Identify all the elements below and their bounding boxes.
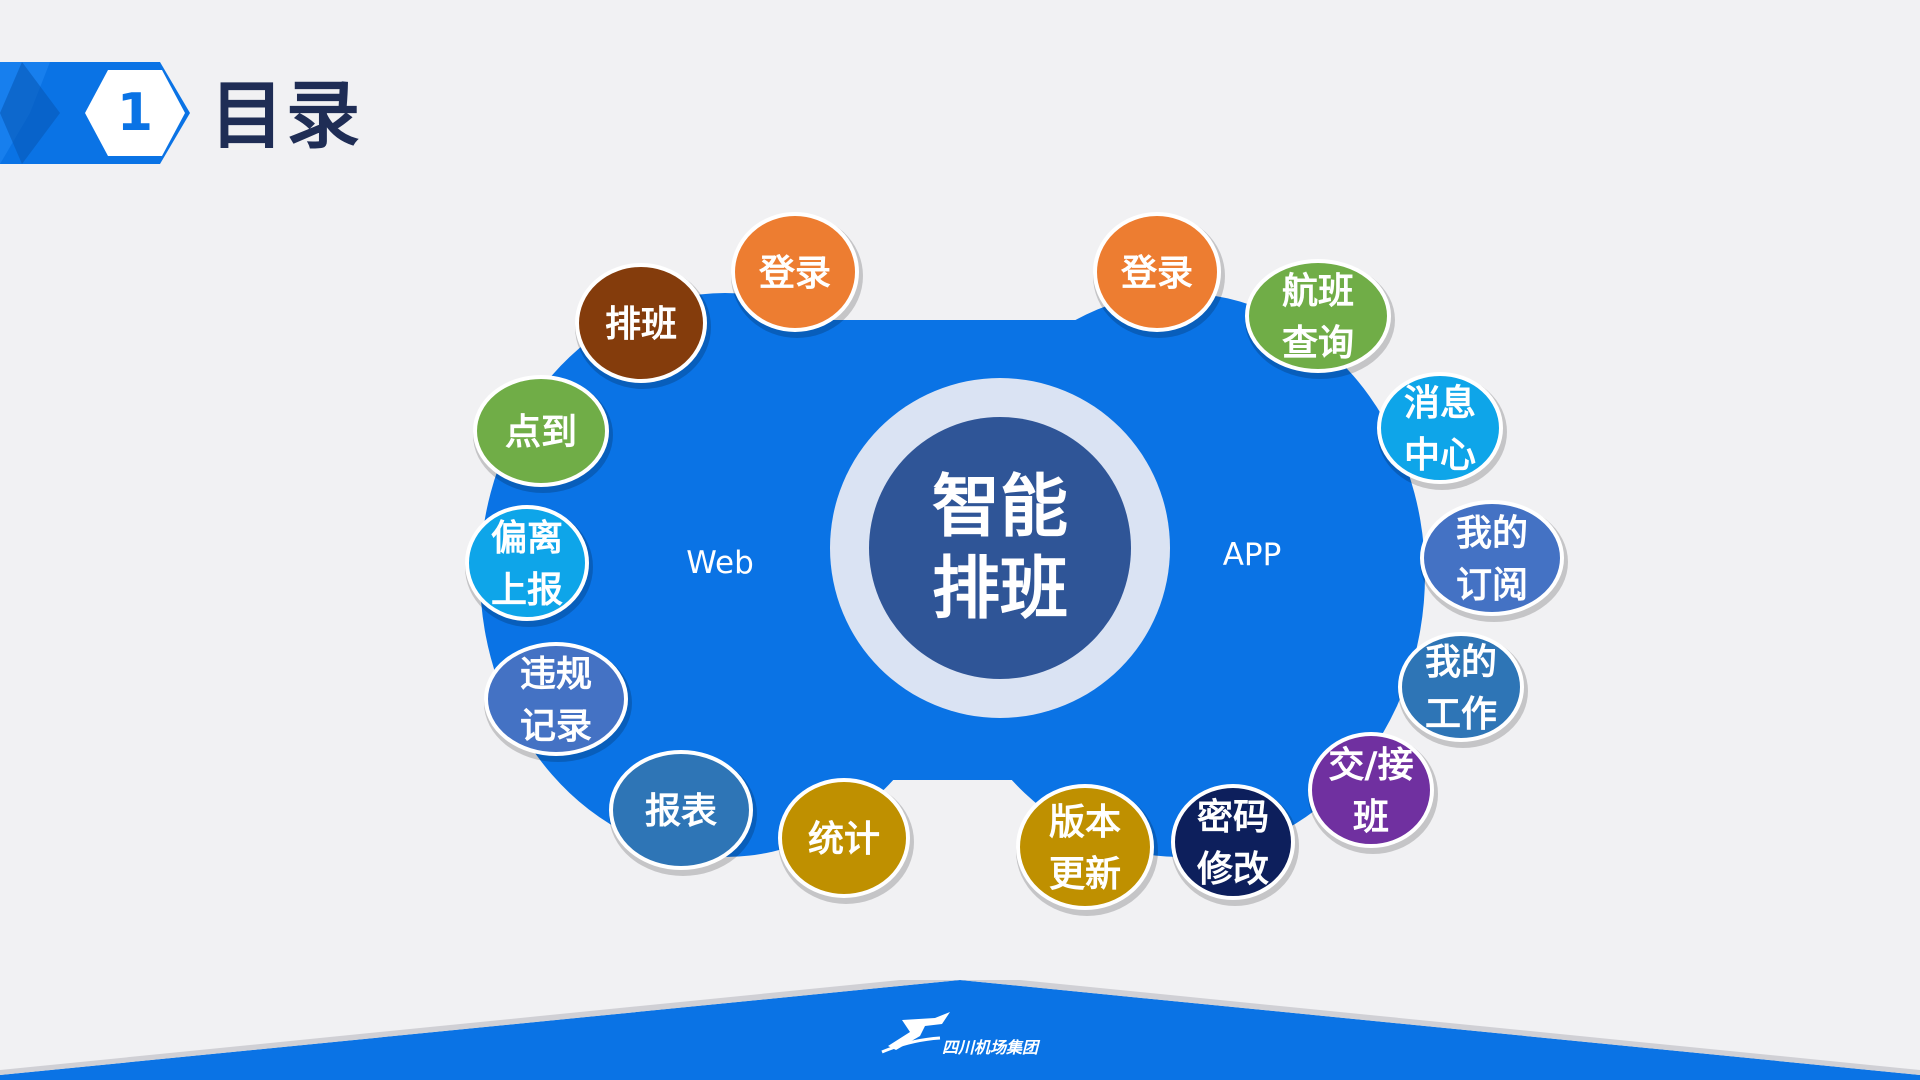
bubble-circle [1420, 500, 1564, 616]
bubble-label: 我的 [1425, 642, 1497, 683]
app-feature-bubbles: 登录航班查询消息中心我的订阅我的工作交/接班密码修改版本更新 [1016, 212, 1568, 916]
bubble-circle [1245, 259, 1391, 373]
footer-brand: 四川机场集团 [942, 1038, 1041, 1057]
bubble-label: 消息 [1404, 383, 1476, 424]
center-hub: 智能 排班 [830, 378, 1170, 718]
footer-banner: 四川机场集团 [0, 980, 1920, 1080]
bubble-circle [575, 263, 707, 383]
bubble-label: 报表 [645, 791, 717, 832]
bubble-label: 违规 [520, 654, 592, 695]
bubble-label: 统计 [808, 819, 880, 860]
bubble-label: 修改 [1197, 849, 1269, 890]
web-feature-bubble[interactable]: 统计 [778, 778, 914, 904]
section-number: 1 [117, 83, 153, 143]
bubble-circle [473, 375, 609, 487]
web-feature-bubble[interactable]: 点到 [473, 375, 613, 493]
bubble-circle [1377, 372, 1503, 484]
bubble-label: 中心 [1404, 435, 1476, 476]
web-feature-bubble[interactable]: 登录 [731, 212, 863, 338]
center-title-line1: 智能 [932, 468, 1068, 547]
bubble-circle [1171, 784, 1295, 900]
bubble-circle [1308, 732, 1434, 848]
center-title-line2: 排班 [932, 550, 1068, 629]
bubble-label: 查询 [1282, 323, 1354, 364]
bubble-label: 航班 [1282, 270, 1354, 312]
bubble-label: 密码 [1197, 796, 1269, 838]
bubble-label: 工作 [1425, 694, 1497, 735]
bubble-label: 版本 [1049, 802, 1121, 843]
bubble-label: 我的 [1456, 513, 1528, 554]
app-feature-bubble[interactable]: 交/接班 [1308, 732, 1438, 854]
bubble-label: 更新 [1049, 854, 1121, 895]
section-badge: 1 [0, 62, 190, 164]
app-feature-bubble[interactable]: 登录 [1093, 212, 1225, 338]
blob-top-notch [870, 270, 1130, 311]
bubble-circle [1016, 784, 1154, 910]
airport-logo-icon [881, 1012, 950, 1054]
bubble-label: 登录 [1120, 253, 1193, 294]
center-core [869, 417, 1131, 679]
web-group-label: Web [686, 545, 754, 581]
bubble-circle [778, 778, 910, 898]
bubble-label: 偏离 [491, 518, 563, 559]
bubble-circle [731, 212, 859, 332]
web-feature-bubble[interactable]: 排班 [575, 263, 711, 389]
web-feature-bubble[interactable]: 报表 [609, 750, 757, 876]
bubble-label: 班 [1353, 797, 1389, 838]
bubble-circle [609, 750, 753, 870]
bubble-label: 记录 [520, 706, 592, 747]
bubble-label: 排班 [605, 304, 677, 345]
bubble-label: 交/接 [1328, 744, 1413, 786]
bubble-label: 点到 [505, 412, 577, 453]
page-title: 目录 [210, 73, 362, 159]
bubble-circle [465, 505, 589, 621]
app-group-label: APP [1223, 537, 1282, 573]
bubble-circle [484, 642, 628, 756]
bubble-label: 登录 [758, 253, 831, 294]
bubble-label: 上报 [491, 570, 563, 611]
bubble-label: 订阅 [1456, 565, 1528, 606]
bubble-circle [1398, 632, 1524, 742]
bubble-circle [1093, 212, 1221, 332]
